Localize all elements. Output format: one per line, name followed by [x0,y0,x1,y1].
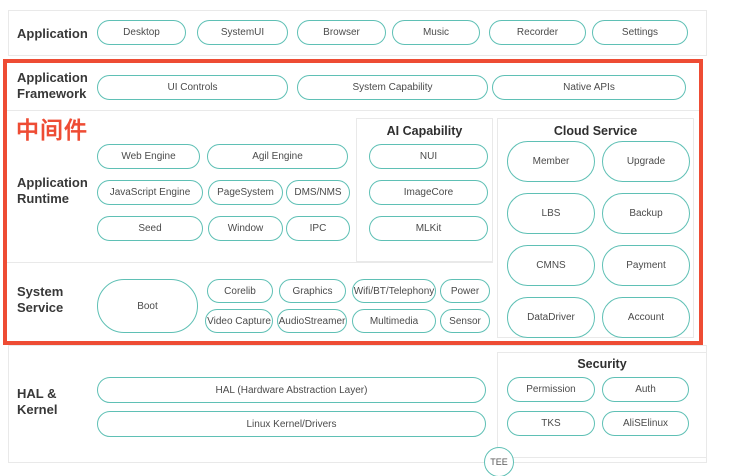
pill-imagecore: ImageCore [369,180,488,205]
pill-web-engine: Web Engine [97,144,200,169]
pill-seed: Seed [97,216,203,241]
pill-mlkit: MLKit [369,216,488,241]
pill-system-capability: System Capability [297,75,488,100]
security-title: Security [577,357,627,371]
pill-upgrade: Upgrade [602,141,690,182]
pill-datadriver: DataDriver [507,297,595,338]
application-runtime-label: Application Runtime [17,175,88,206]
cloud-service-title: Cloud Service [553,124,638,138]
middleware-label: 中间件 [16,117,88,143]
pill-audiostreamer: AudioStreamer [277,309,347,333]
pill-sensor: Sensor [440,309,490,333]
pill-account: Account [602,297,690,338]
pill-javascript-engine: JavaScript Engine [97,180,203,205]
pill-power: Power [440,279,490,303]
pill-video-capture: Video Capture [205,309,273,333]
pill-music: Music [392,20,480,45]
pill-ui-controls: UI Controls [97,75,288,100]
pill-ipc: IPC [286,216,350,241]
application-layer-label: Application [17,26,88,41]
pill-graphics: Graphics [279,279,346,303]
pill-browser: Browser [297,20,386,45]
pill-alise-linux: AliSElinux [602,411,689,436]
pill-window: Window [208,216,283,241]
pill-agil-engine: Agil Engine [207,144,348,169]
pill-permission: Permission [507,377,595,402]
pill-auth: Auth [602,377,689,402]
pill-desktop: Desktop [97,20,186,45]
hal-kernel-label: HAL & Kernel [17,386,58,417]
pill-hal: HAL (Hardware Abstraction Layer) [97,377,486,403]
pill-tks: TKS [507,411,595,436]
pill-lbs: LBS [507,193,595,234]
pill-multimedia: Multimedia [352,309,436,333]
pill-linux-kernel: Linux Kernel/Drivers [97,411,486,437]
pill-nui: NUI [369,144,488,169]
runtime-systemservice-divider [7,262,493,263]
pill-corelib: Corelib [207,279,273,303]
pill-native-apis: Native APIs [492,75,686,100]
pill-backup: Backup [602,193,690,234]
application-framework-label: Application Framework [17,70,88,101]
pill-wifi-bt-telephony: Wifi/BT/Telephony [352,279,436,303]
pill-recorder: Recorder [489,20,586,45]
pill-settings: Settings [592,20,688,45]
pill-systemui: SystemUI [197,20,288,45]
pill-member: Member [507,141,595,182]
pill-boot: Boot [97,279,198,333]
pill-dms-nms: DMS/NMS [286,180,350,205]
system-service-label: System Service [17,284,64,315]
pill-cmns: CMNS [507,245,595,286]
framework-runtime-divider [7,110,699,111]
tee-badge: TEE [484,447,514,476]
pill-pagesystem: PageSystem [208,180,283,205]
ai-capability-title: AI Capability [386,124,463,138]
security-box [497,352,707,458]
pill-payment: Payment [602,245,690,286]
